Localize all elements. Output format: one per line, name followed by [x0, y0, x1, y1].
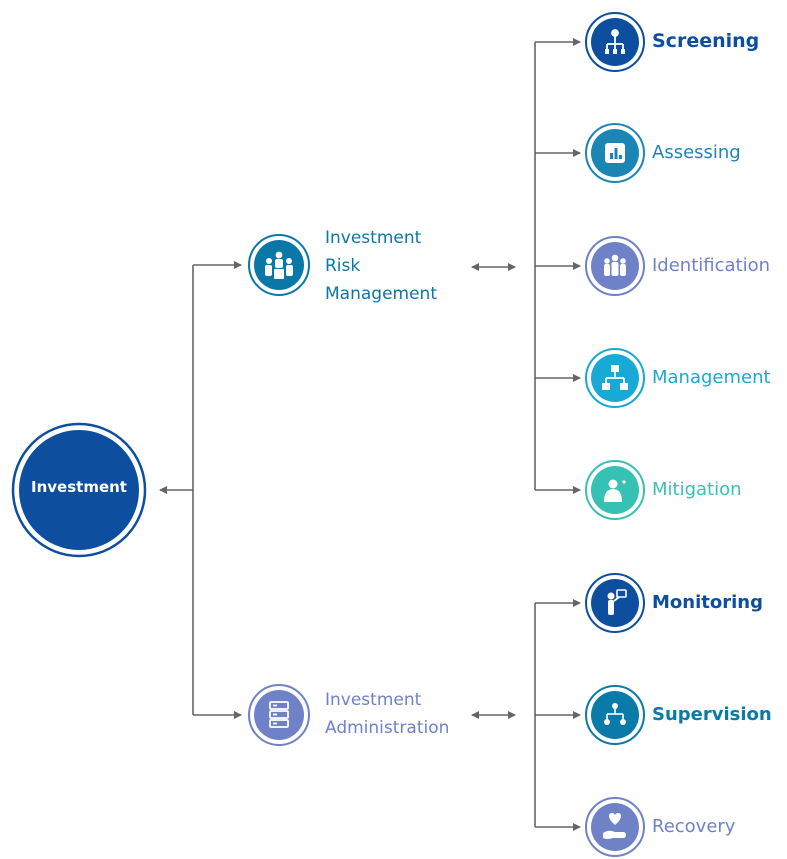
- root-node: [11, 422, 147, 558]
- team-icon: [265, 251, 293, 279]
- branch-node-risk: [248, 234, 310, 296]
- leaf-node-recovery: [585, 797, 645, 857]
- branch-label-line: Investment: [325, 690, 422, 710]
- group-icon: [604, 254, 626, 276]
- branch-label-line: Administration: [325, 718, 450, 738]
- server-icon: [269, 701, 289, 728]
- hierarchy-icon: [602, 365, 628, 390]
- leaf-node-mitigation: [585, 460, 645, 520]
- branch-node-admin: [248, 684, 310, 746]
- bar-chart-icon: [605, 143, 625, 163]
- leaf-node-screening: [585, 12, 645, 72]
- branch-label-risk: Investment Risk Management: [325, 224, 437, 308]
- leaf-label-assessing: Assessing: [652, 142, 741, 163]
- network-icon: [604, 703, 626, 725]
- root-circle: [19, 430, 139, 550]
- leaf-node-assessing: [585, 123, 645, 183]
- leaf-label-mitigation: Mitigation: [652, 479, 742, 500]
- branch-label-line: Investment: [325, 228, 422, 248]
- leaf-label-screening: Screening: [652, 30, 760, 52]
- leaf-label-supervision: Supervision: [652, 704, 772, 725]
- branch-label-admin: Investment Administration: [325, 686, 449, 742]
- leaf-node-management: [585, 348, 645, 408]
- leaf-node-supervision: [585, 685, 645, 745]
- root-label: Investment: [31, 478, 127, 496]
- hand-heart-icon: [603, 813, 626, 839]
- presenter-icon: [607, 589, 627, 615]
- org-chart-icon: [605, 29, 625, 54]
- leaf-label-identification: Identification: [652, 255, 771, 276]
- leaf-label-recovery: Recovery: [652, 816, 736, 837]
- leaf-node-identification: [585, 236, 645, 296]
- leaf-label-management: Management: [652, 367, 771, 388]
- branch-label-line: Management: [325, 284, 437, 304]
- leaf-label-monitoring: Monitoring: [652, 592, 763, 613]
- branch-label-line: Risk: [325, 256, 361, 276]
- user-icon: [604, 479, 626, 502]
- connector-lines: [159, 38, 581, 831]
- leaf-node-monitoring: [585, 573, 645, 633]
